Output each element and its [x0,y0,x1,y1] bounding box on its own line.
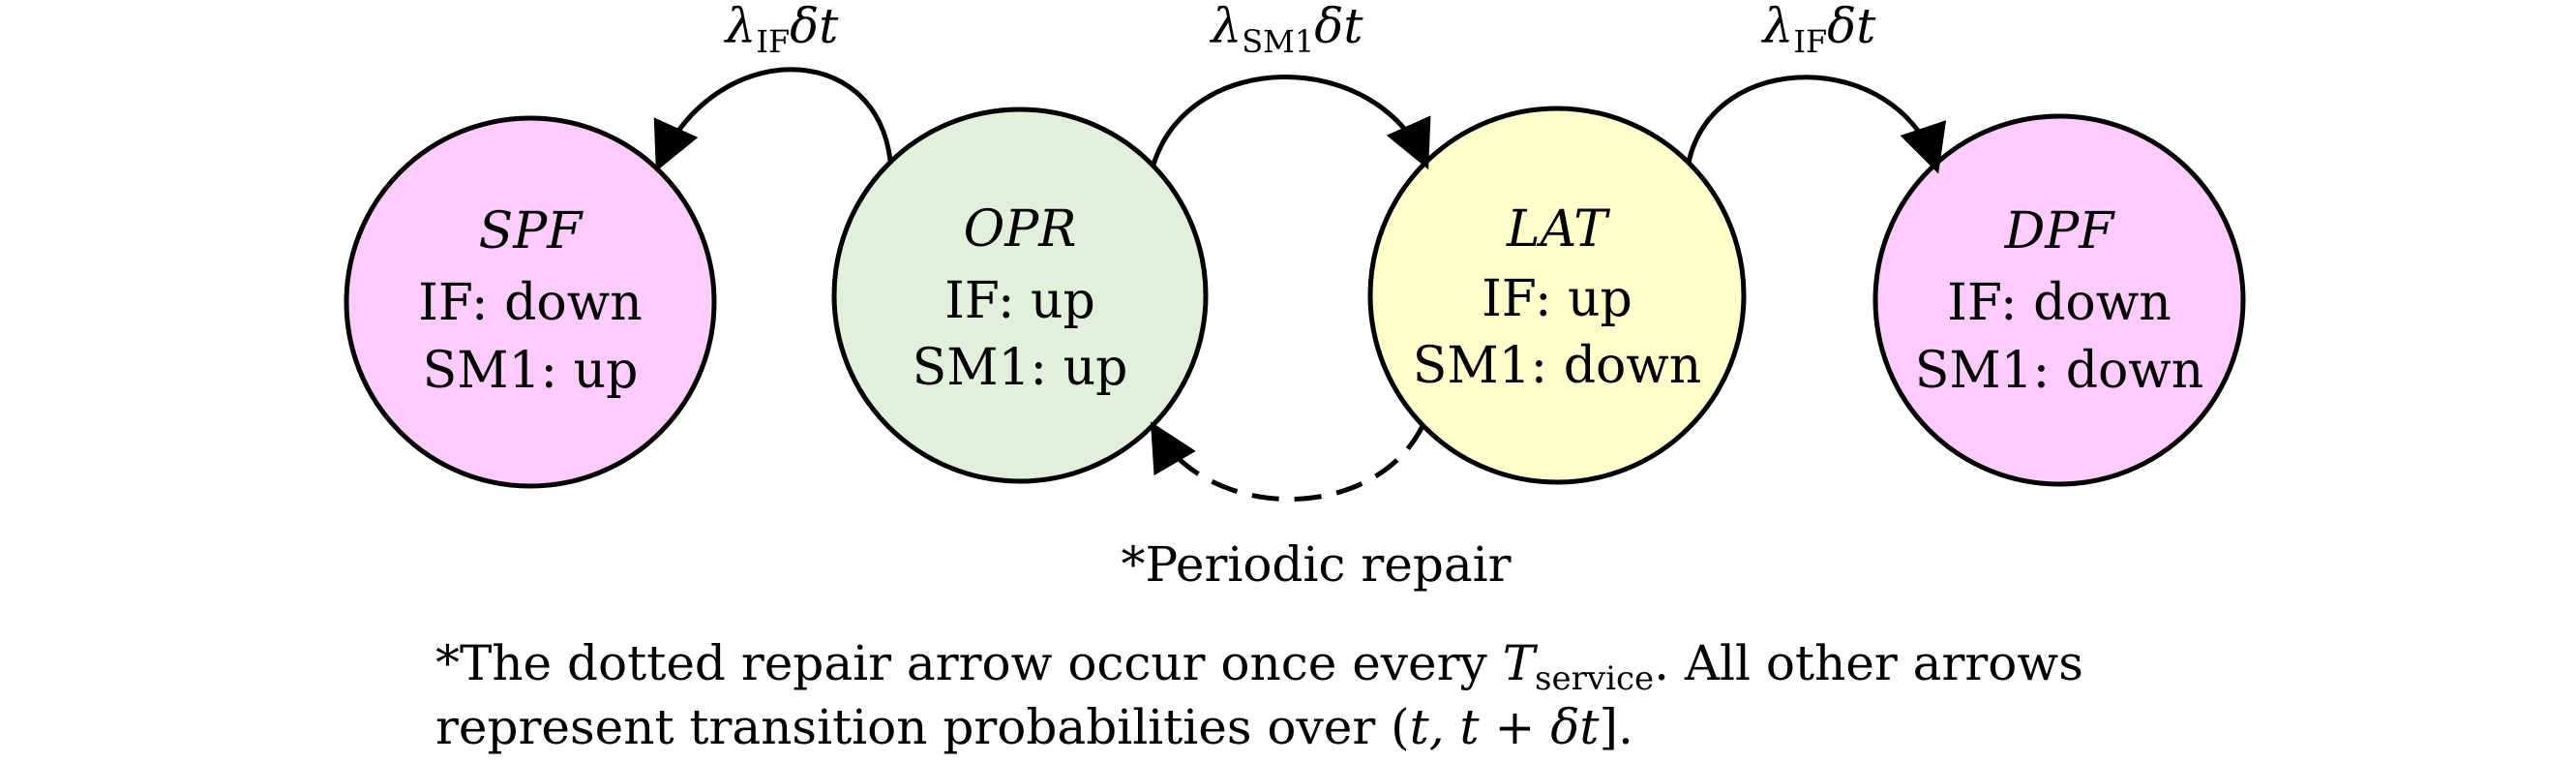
footnote-line-1: *The dotted repair arrow occur once ever… [435,631,2371,695]
footnote-line-2-suffix: ]. [1599,699,1633,755]
state-lat-sm1-status: SM1: down [1413,337,1702,395]
footnote-line-1-prefix: *The dotted repair arrow occur once ever… [435,635,1503,691]
state-opr-if-status: IF: up [944,272,1095,330]
arrow-lat-to-dpf-label: λIFδt [1761,0,1877,60]
arrow-opr-to-spf-label: λIFδt [724,0,840,60]
state-opr: OPR IF: up SM1: up [831,107,1209,484]
arrow-periodic-repair [1150,421,1425,502]
state-lat: LAT IF: up SM1: down [1367,106,1747,485]
footnote-line-2: represent transition probabilities over … [435,695,2371,759]
lambda-subscript: IF [1793,23,1827,60]
state-lat-if-status: IF: up [1482,270,1632,328]
arrow-lat-to-dpf [1686,75,1947,174]
state-dpf: DPF IF: down SM1: down [1872,113,2246,487]
lambda-symbol: λ [1210,0,1243,54]
state-opr-circle [831,107,1209,484]
lambda-subscript: IF [756,23,790,60]
periodic-repair-label: *Periodic repair [1121,536,1511,593]
state-dpf-circle [1872,113,2246,487]
lambda-symbol: λ [724,0,757,54]
footnote-interval-math: t, t + δt [1409,699,1600,755]
state-spf-name: SPF [479,202,584,260]
rate-term: δt [790,0,839,54]
state-opr-name: OPR [964,200,1077,259]
arrow-opr-to-lat-label: λSM1δt [1210,0,1364,60]
state-lat-circle [1367,106,1747,485]
state-lat-name: LAT [1506,200,1610,259]
rate-term: δt [1314,0,1363,54]
footnote-line-2-prefix: represent transition probabilities over … [435,699,1410,755]
arrow-opr-to-lat [1151,75,1431,170]
arrow-opr-to-spf [653,67,893,172]
state-spf-sm1-status: SM1: up [423,342,639,400]
lambda-symbol: λ [1761,0,1794,54]
state-spf: SPF IF: down SM1: up [344,115,717,489]
lambda-subscript: SM1 [1242,23,1314,60]
rate-term: δt [1827,0,1876,54]
footnote-line-1-suffix: . All other arrows [1654,635,2083,691]
state-dpf-sm1-status: SM1: down [1915,342,2204,400]
state-spf-circle [344,115,717,489]
state-dpf-if-status: IF: down [1947,274,2171,332]
footnote-t-service-subscript: service [1535,659,1655,698]
state-opr-sm1-status: SM1: up [913,339,1128,397]
state-dpf-name: DPF [2004,202,2116,260]
state-spf-if-status: IF: down [418,274,642,332]
footnote-t-service-var: T [1502,635,1536,691]
